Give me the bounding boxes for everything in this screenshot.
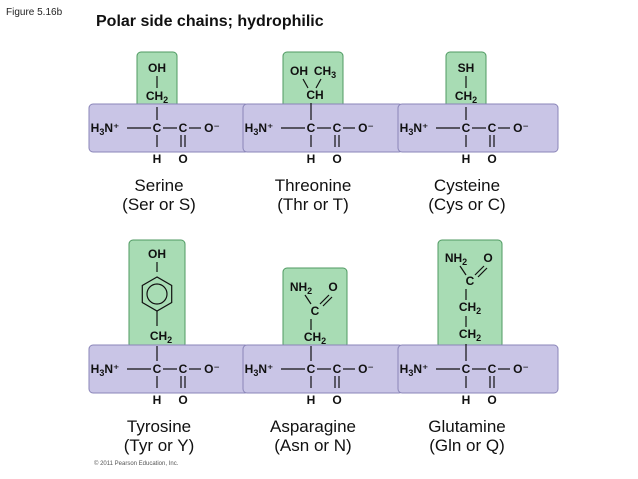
carboxylate-oxygen-label: O⁻ xyxy=(204,362,220,376)
amino-acid-name: Cysteine xyxy=(433,176,501,195)
amino-acid-abbreviation: (Asn or N) xyxy=(274,436,352,455)
alpha-hydrogen-label: H xyxy=(153,152,162,166)
alpha-hydrogen-label: H xyxy=(307,393,316,407)
carboxyl-carbon-label: C xyxy=(488,121,497,135)
double-bond-b xyxy=(477,267,488,278)
side-chain-nh2-label: NH2 xyxy=(445,251,467,267)
amino-acid-name: Serine xyxy=(134,176,184,195)
bond-side-chain xyxy=(315,78,322,89)
double-bond-a xyxy=(474,265,485,276)
alpha-hydrogen-label: H xyxy=(307,152,316,166)
double-bond-b xyxy=(322,296,333,307)
amino-acid-name: Threonine xyxy=(274,176,352,195)
name-cysteine: Cysteine (Cys or C) xyxy=(402,176,532,214)
carboxylate-oxygen-label: O⁻ xyxy=(513,121,529,135)
side-chain-ch2-label: CH2 xyxy=(459,327,481,343)
amino-acid-abbreviation: (Thr or T) xyxy=(277,195,349,214)
side-chain-oh-label: OH xyxy=(148,247,166,261)
carboxylate-oxygen-label: O⁻ xyxy=(358,362,374,376)
side-chain-ch2-label: CH2 xyxy=(146,89,168,105)
amino-group-label: H3N⁺ xyxy=(245,121,274,137)
structure-cysteine: H3N⁺ C C O⁻ H O SH CH2 xyxy=(397,51,559,166)
carbonyl-oxygen-label: O xyxy=(178,152,187,166)
amino-group-label: H3N⁺ xyxy=(245,362,274,378)
alpha-carbon-label: C xyxy=(462,362,471,376)
carboxyl-carbon-label: C xyxy=(179,121,188,135)
side-chain-carbon-label: C xyxy=(311,304,320,318)
side-chain-ch2-label: CH2 xyxy=(455,89,477,105)
name-glutamine: Glutamine (Gln or Q) xyxy=(402,417,532,455)
bond-side-chain xyxy=(459,265,467,276)
side-chain-carbon-label: C xyxy=(466,274,475,288)
copyright-notice: © 2011 Pearson Education, Inc. xyxy=(94,461,179,467)
carboxyl-carbon-label: C xyxy=(333,121,342,135)
side-chain-oh-label: OH xyxy=(290,64,308,78)
side-chain-ch-label: CH xyxy=(306,88,323,102)
structure-tyrosine: H3N⁺ C C O⁻ H O OH CH2 xyxy=(88,239,250,407)
side-chain-oxygen-label: O xyxy=(328,280,337,294)
carboxyl-carbon-label: C xyxy=(333,362,342,376)
amino-acid-abbreviation: (Ser or S) xyxy=(122,195,196,214)
carbonyl-oxygen-label: O xyxy=(487,393,496,407)
amino-acid-name: Asparagine xyxy=(269,417,356,436)
carbonyl-oxygen-label: O xyxy=(332,393,341,407)
amino-group-label: H3N⁺ xyxy=(91,362,120,378)
amino-acid-name: Tyrosine xyxy=(126,417,192,436)
alpha-hydrogen-label: H xyxy=(462,152,471,166)
side-chain-nh2-label: NH2 xyxy=(290,280,312,296)
alpha-hydrogen-label: H xyxy=(462,393,471,407)
double-bond-a xyxy=(319,294,330,305)
alpha-hydrogen-label: H xyxy=(153,393,162,407)
carbonyl-oxygen-label: O xyxy=(178,393,187,407)
alpha-carbon-label: C xyxy=(153,121,162,135)
amino-acid-abbreviation: (Cys or C) xyxy=(428,195,506,214)
carboxylate-oxygen-label: O⁻ xyxy=(358,121,374,135)
name-asparagine: Asparagine (Asn or N) xyxy=(248,417,378,455)
amino-group-label: H3N⁺ xyxy=(400,121,429,137)
bond-side-chain xyxy=(302,78,309,89)
figure-label: Figure 5.16b xyxy=(6,7,63,18)
side-chain-ch2-label: CH2 xyxy=(150,329,172,345)
structure-serine: H3N⁺ C C O⁻ H O OH CH2 xyxy=(88,51,250,166)
name-serine: Serine (Ser or S) xyxy=(94,176,224,214)
carboxyl-carbon-label: C xyxy=(488,362,497,376)
side-chain-ch2-label: CH2 xyxy=(304,330,326,346)
side-chain-ch3-label: CH3 xyxy=(314,64,336,80)
bond-side-chain xyxy=(304,294,312,305)
amino-acid-name: Glutamine xyxy=(428,417,506,436)
amino-group-label: H3N⁺ xyxy=(91,121,120,137)
amino-acid-abbreviation: (Tyr or Y) xyxy=(123,436,195,455)
side-chain-oh-label: OH xyxy=(148,61,166,75)
alpha-carbon-label: C xyxy=(153,362,162,376)
alpha-carbon-label: C xyxy=(462,121,471,135)
carboxylate-oxygen-label: O⁻ xyxy=(204,121,220,135)
side-chain-ch2-label: CH2 xyxy=(459,300,481,316)
carboxylate-oxygen-label: O⁻ xyxy=(513,362,529,376)
alpha-carbon-label: C xyxy=(307,121,316,135)
amino-acid-abbreviation: (Gln or Q) xyxy=(429,436,505,455)
name-threonine: Threonine (Thr or T) xyxy=(248,176,378,214)
side-chain-sh-label: SH xyxy=(458,61,475,75)
figure-title: Polar side chains; hydrophilic xyxy=(96,13,324,30)
amino-group-label: H3N⁺ xyxy=(400,362,429,378)
carboxyl-carbon-label: C xyxy=(179,362,188,376)
aromatic-ring-circle xyxy=(146,283,168,305)
name-tyrosine: Tyrosine (Tyr or Y) xyxy=(94,417,224,455)
carbonyl-oxygen-label: O xyxy=(332,152,341,166)
alpha-carbon-label: C xyxy=(307,362,316,376)
side-chain-oxygen-label: O xyxy=(483,251,492,265)
carbonyl-oxygen-label: O xyxy=(487,152,496,166)
